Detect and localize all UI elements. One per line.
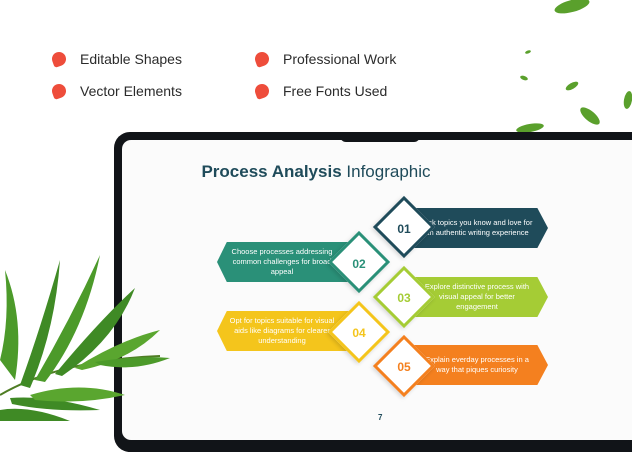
- step-text: Explore distinctive process with visual …: [424, 282, 530, 311]
- feature-label: Professional Work: [283, 51, 397, 67]
- title-light: Infographic: [346, 162, 431, 181]
- step-text: Opt for topics suitable for visual aids …: [229, 316, 335, 345]
- leaf-icon: [516, 0, 632, 133]
- palm-leaf-decoration: [0, 255, 170, 421]
- step-text: Pick topics you know and love for an aut…: [421, 218, 533, 237]
- leaves-decoration: [516, 0, 632, 133]
- palm-leaf-icon: [0, 255, 170, 421]
- feature-item: Editable Shapes: [50, 50, 182, 68]
- feature-item: Vector Elements: [50, 82, 182, 100]
- slide-screen: [122, 140, 632, 440]
- title-bold: Process Analysis: [201, 162, 342, 181]
- feature-item: Professional Work: [253, 50, 397, 68]
- step-number: 03: [397, 291, 411, 305]
- feature-label: Free Fonts Used: [283, 83, 388, 99]
- step-text: Explain everday processes in a way that …: [425, 355, 529, 374]
- page-number: 7: [378, 413, 383, 422]
- camera-notch: [340, 132, 420, 142]
- step-number: 02: [352, 257, 366, 271]
- step-text: Choose processes addressing common chall…: [231, 247, 333, 276]
- feature-label: Editable Shapes: [80, 51, 182, 67]
- slide-title: Process Analysis Infographic: [0, 162, 632, 182]
- step-number: 01: [397, 222, 411, 236]
- feature-label: Vector Elements: [80, 83, 182, 99]
- feature-item: Free Fonts Used: [253, 82, 388, 100]
- step-number: 05: [397, 360, 411, 374]
- step-number: 04: [352, 326, 366, 340]
